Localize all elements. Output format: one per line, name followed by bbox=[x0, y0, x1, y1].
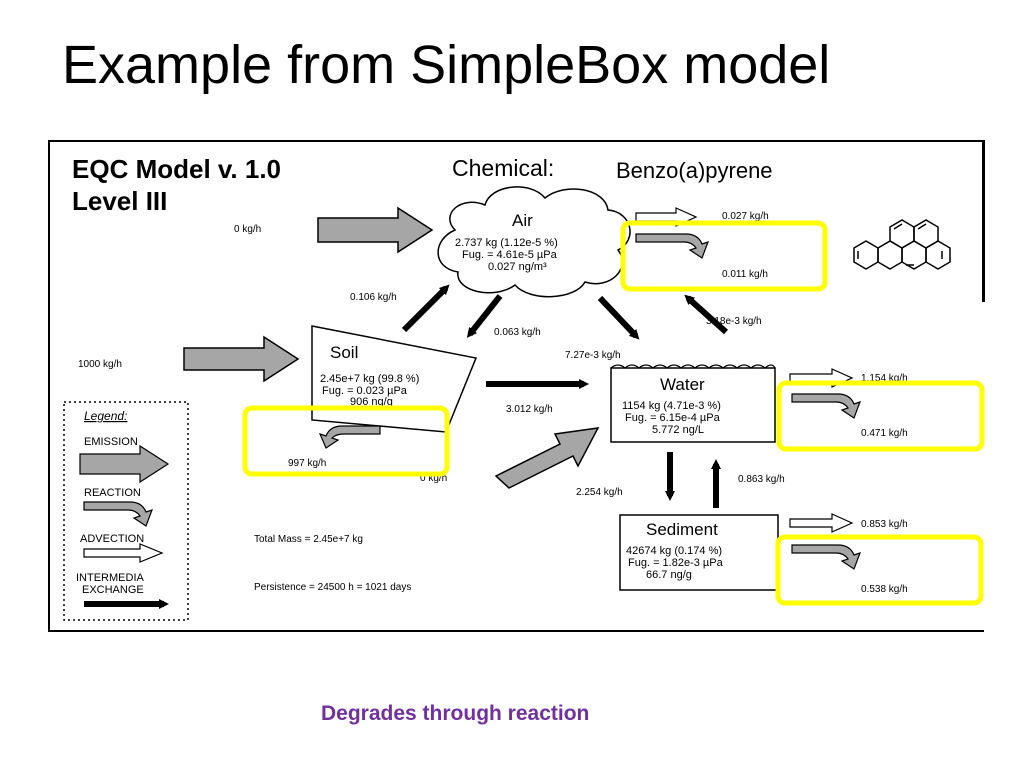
water-compartment: Water 1154 kg (4.71e-3 %) Fug. = 6.15e-4… bbox=[610, 364, 776, 443]
soil-emission-arrow bbox=[183, 335, 300, 383]
water-mass: 1154 kg (4.71e-3 %) bbox=[622, 400, 721, 412]
water-reaction-rate: 0.471 kg/h bbox=[861, 428, 908, 439]
sediment-advection-arrow bbox=[789, 513, 854, 533]
soil-reaction-highlight bbox=[242, 405, 450, 477]
legend-title: Legend: bbox=[84, 409, 127, 423]
water-name: Water bbox=[660, 375, 705, 394]
legend-advection-icon bbox=[83, 543, 164, 563]
molecule-structure-icon bbox=[853, 219, 951, 270]
sediment-advection-rate: 0.853 kg/h bbox=[861, 519, 908, 530]
legend-reaction-label: REACTION bbox=[84, 487, 141, 499]
soil-compartment: Soil 2.45e+7 kg (99.8 %) Fug. = 0.023 µP… bbox=[311, 325, 478, 433]
air-emission-rate: 0 kg/h bbox=[234, 224, 261, 235]
soil-mass: 2.45e+7 kg (99.8 %) bbox=[320, 373, 419, 385]
soil-emission-rate: 1000 kg/h bbox=[78, 359, 122, 370]
legend-reaction-icon bbox=[83, 501, 154, 527]
soil-reaction-arrow bbox=[318, 425, 381, 449]
water-emission-arrow bbox=[494, 427, 600, 489]
water-emission-rate: 0 kg/h bbox=[420, 473, 447, 484]
sediment-fugacity: Fug. = 1.82e-3 µPa bbox=[628, 557, 724, 569]
legend: Legend: EMISSION REACTION ADVECTION INTE… bbox=[63, 401, 189, 621]
air-to-water-rate: 7.27e-3 kg/h bbox=[565, 350, 621, 361]
water-reaction-arrow bbox=[791, 393, 862, 419]
water-advection-rate: 1.154 kg/h bbox=[861, 373, 908, 384]
soil-reaction-rate: 997 kg/h bbox=[288, 458, 326, 469]
air-fugacity: Fug. = 4.61e-5 µPa bbox=[462, 249, 558, 261]
sediment-mass: 42674 kg (0.174 %) bbox=[626, 545, 722, 557]
persistence: Persistence = 24500 h = 1021 days bbox=[254, 582, 411, 593]
legend-exchange-label: EXCHANGE bbox=[82, 584, 144, 596]
panel-edge bbox=[982, 140, 985, 302]
water-to-air-rate: 3.18e-3 kg/h bbox=[706, 316, 762, 327]
sediment-reaction-rate: 0.538 kg/h bbox=[861, 584, 908, 595]
sediment-reaction-highlight bbox=[775, 534, 984, 606]
air-to-soil-arrow bbox=[401, 284, 450, 333]
sediment-reaction-arrow bbox=[791, 544, 862, 570]
air-to-water-arrow bbox=[597, 295, 640, 340]
air-name: Air bbox=[512, 211, 533, 230]
sediment-concentration: 66.7 ng/g bbox=[646, 569, 692, 581]
water-to-air-arrow bbox=[684, 294, 729, 335]
soil-to-air-arrow bbox=[466, 294, 503, 338]
legend-emission-label: EMISSION bbox=[84, 436, 138, 448]
chemical-name: Benzo(a)pyrene bbox=[616, 158, 773, 183]
legend-advection-label: ADVECTION bbox=[80, 533, 144, 545]
sediment-to-water-rate: 0.863 kg/h bbox=[738, 474, 785, 485]
soil-concentration: 906 ng/g bbox=[350, 396, 393, 408]
air-advection-rate: 0.027 kg/h bbox=[722, 211, 769, 222]
air-mass: 2.737 kg (1.12e-5 %) bbox=[455, 237, 558, 249]
soil-to-water-rate: 3.012 kg/h bbox=[506, 404, 553, 415]
legend-emission-icon bbox=[79, 444, 170, 484]
soil-to-air-rate: 0.063 kg/h bbox=[494, 327, 541, 338]
air-reaction-rate: 0.011 kg/h bbox=[722, 269, 768, 280]
water-reaction-highlight bbox=[776, 380, 985, 452]
caption: Degrades through reaction bbox=[321, 702, 590, 725]
slide-title: Example from SimpleBox model bbox=[62, 35, 831, 95]
air-compartment: Air 2.737 kg (1.12e-5 %) Fug. = 4.61e-5 … bbox=[437, 186, 631, 298]
air-emission-arrow bbox=[317, 206, 434, 254]
air-reaction-highlight bbox=[620, 220, 828, 292]
sediment-name: Sediment bbox=[646, 520, 718, 539]
air-reaction-arrow bbox=[635, 233, 710, 259]
air-concentration: 0.027 ng/m³ bbox=[488, 261, 547, 273]
water-to-sediment-rate: 2.254 kg/h bbox=[576, 487, 623, 498]
legend-intermedia-label: INTERMEDIA bbox=[76, 572, 145, 584]
soil-fugacity: Fug. = 0.023 µPa bbox=[322, 385, 408, 397]
total-mass: Total Mass = 2.45e+7 kg bbox=[254, 534, 363, 545]
water-concentration: 5.772 ng/L bbox=[652, 424, 704, 436]
sediment-compartment: Sediment 42674 kg (0.174 %) Fug. = 1.82e… bbox=[619, 514, 779, 591]
chemical-label: Chemical: bbox=[452, 155, 554, 181]
air-to-soil-rate: 0.106 kg/h bbox=[350, 292, 397, 303]
soil-name: Soil bbox=[330, 343, 358, 362]
water-fugacity: Fug. = 6.15e-4 µPa bbox=[625, 412, 721, 424]
model-title: EQC Model v. 1.0 bbox=[72, 154, 281, 184]
level-label: Level III bbox=[72, 186, 167, 216]
